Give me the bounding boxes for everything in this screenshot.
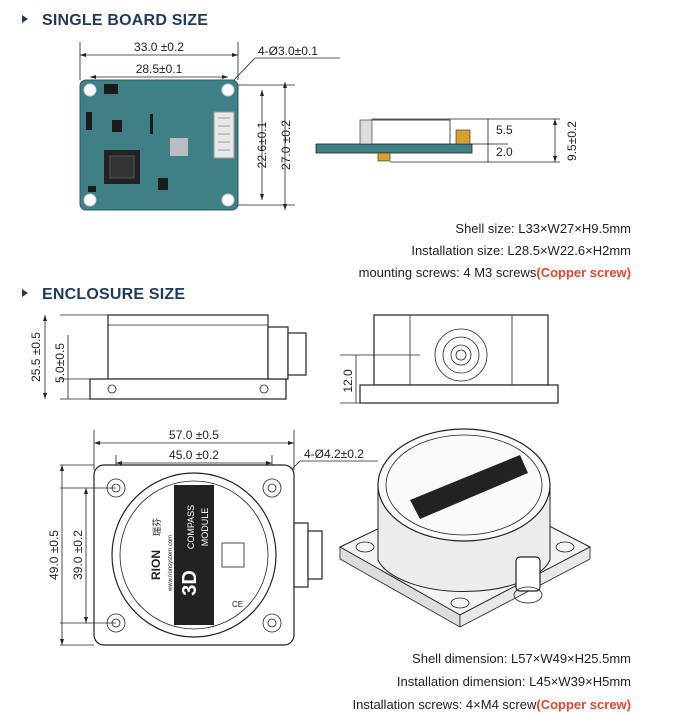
enclosure-spec-install: Installation dimension: L45×W39×H5mm [396, 674, 631, 689]
enclosure-holes: 4-Ø4.2±0.2 [304, 447, 364, 461]
board-spec-shell: Shell size: L33×W27×H9.5mm [455, 221, 631, 236]
board-side-b: 2.0 [496, 145, 513, 159]
enclosure-depth-outer: 49.0 ±0.5 [47, 530, 61, 580]
enclosure-label-module: MODULE [200, 508, 210, 547]
board-height-outer: 27.0 ±0.2 [279, 120, 293, 170]
enclosure-height-total: 25.5 ±0.5 [29, 332, 43, 382]
enclosure-drawing: 25.5 ±0.5 5.0±0.5 12.0 57.0 ±0.5 45.0 ±0… [29, 314, 592, 646]
pcb-side-view [315, 143, 473, 154]
enclosure-label-url: www.rionsystem.com [168, 535, 174, 592]
enclosure-top-view [93, 464, 323, 646]
enclosure-label-compass: COMPASS [186, 505, 196, 549]
board-holes: 4-Ø3.0±0.1 [258, 44, 318, 58]
enclosure-spec-shell: Shell dimension: L57×W49×H25.5mm [412, 651, 631, 666]
board-width-outer: 33.0 ±0.2 [134, 40, 184, 54]
section-title-enclosure: ENCLOSURE SIZE [22, 286, 185, 304]
board-side-total: 9.5±0.2 [565, 121, 579, 161]
board-height-inner: 22.6±0.1 [255, 121, 269, 168]
enclosure-front-view [89, 314, 307, 400]
enclosure-width-inner: 45.0 ±0.2 [169, 448, 219, 462]
enclosure-side-view [359, 314, 559, 404]
enclosure-isometric-view [338, 428, 592, 628]
section-title-board: SINGLE BOARD SIZE [22, 12, 208, 30]
enclosure-label-brand-cn: 瑞芬 [151, 518, 162, 536]
enclosure-spec-screws: Installation screws: 4×M4 screw(Copper s… [352, 697, 631, 712]
enclosure-height-base: 5.0±0.5 [53, 343, 67, 383]
board-drawing: 33.0 ±0.2 28.5±0.1 4-Ø3.0±0.1 22.6±0.1 2… [79, 40, 579, 211]
board-spec-install: Installation size: L28.5×W22.6×H2mm [411, 243, 631, 258]
bullet-triangle-icon [22, 288, 28, 297]
enclosure-width-outer: 57.0 ±0.5 [169, 428, 219, 442]
enclosure-label-brand: RION [149, 550, 163, 580]
board-width-inner: 28.5±0.1 [136, 62, 183, 76]
enclosure-depth-inner: 39.0 ±0.2 [71, 530, 85, 580]
enclosure-side-height: 12.0 [341, 369, 355, 393]
enclosure-label-ce: CE [232, 600, 243, 609]
board-spec-screws: mounting screws: 4 M3 screws(Copper scre… [358, 265, 631, 280]
enclosure-label-big: 3D [179, 570, 201, 596]
bullet-triangle-icon [22, 14, 28, 23]
board-side-a: 5.5 [496, 123, 513, 137]
